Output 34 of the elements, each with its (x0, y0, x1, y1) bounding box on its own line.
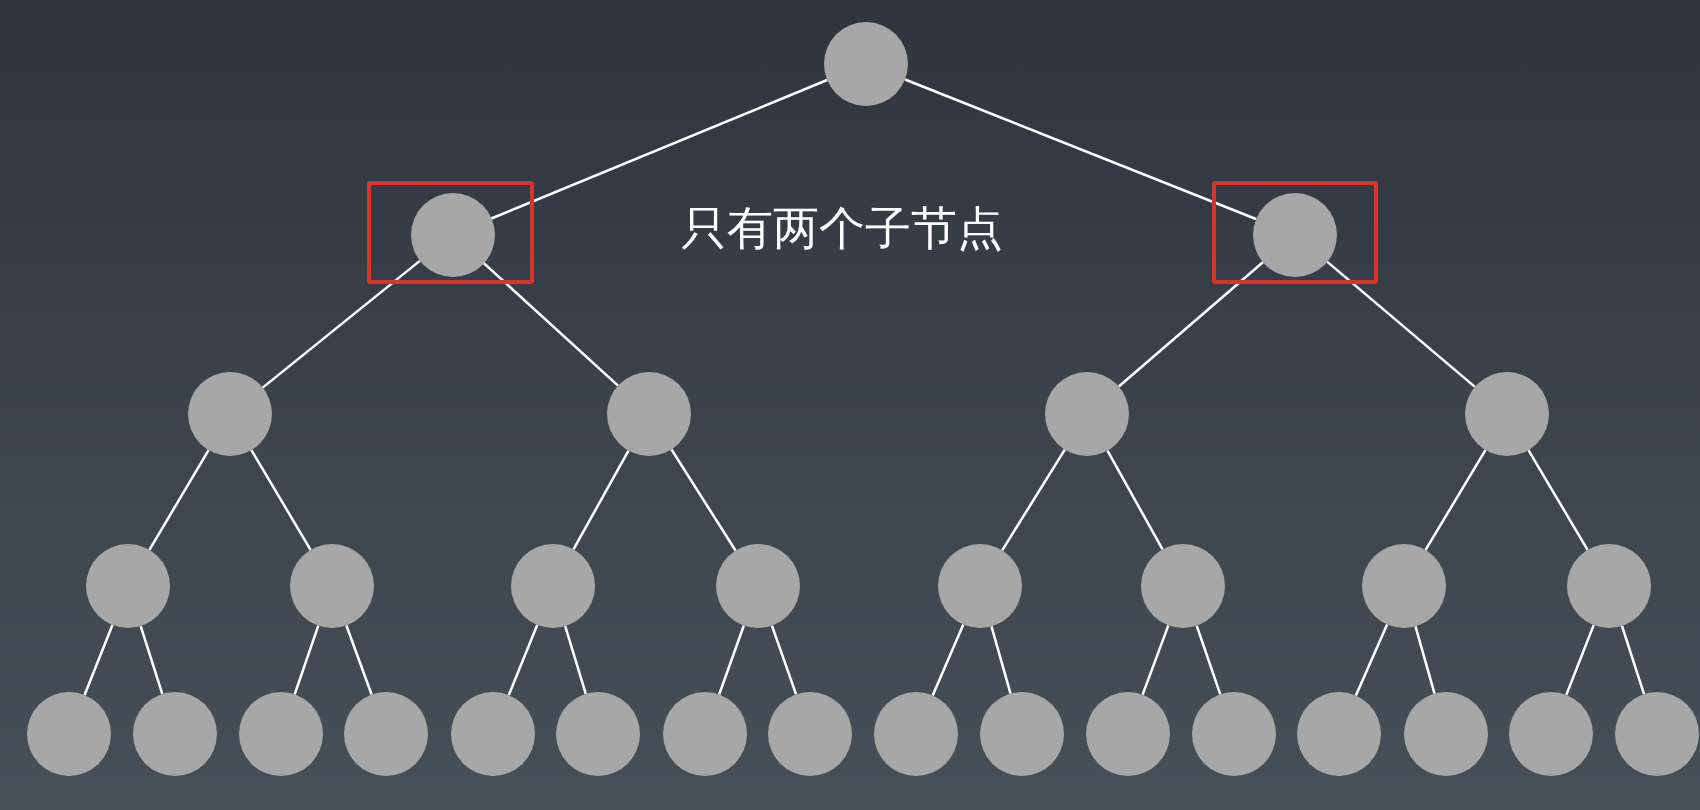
tree-edge (718, 625, 745, 695)
tree-edge (250, 449, 312, 551)
tree-edge (1001, 449, 1066, 551)
tree-edge (1141, 624, 1170, 696)
tree-edge (1118, 261, 1264, 388)
tree-edge (931, 624, 965, 696)
tree-edge (1326, 260, 1476, 388)
tree-edge (1195, 625, 1222, 695)
tree-edge (1565, 624, 1595, 696)
tree-edge (770, 625, 798, 695)
highlight-frame (367, 181, 534, 284)
note-text: 只有两个子节点 (681, 200, 1003, 256)
tree-edge (261, 259, 421, 389)
tree-edge (670, 448, 737, 552)
tree-edge (345, 625, 373, 695)
tree-edge (139, 625, 164, 695)
tree-edge (572, 450, 630, 550)
tree-edge (1414, 626, 1436, 694)
tree-edge (1620, 625, 1646, 695)
tree-edge (293, 625, 320, 695)
tree-edge (904, 78, 1257, 221)
tree-edge (83, 624, 114, 696)
tree-edge (1354, 623, 1389, 697)
tree-edge (1527, 449, 1589, 551)
tree-node (1253, 192, 1337, 277)
tree-edge (482, 261, 619, 387)
tree-edge (564, 625, 587, 695)
tree-edge (1424, 449, 1487, 551)
tree-edge (490, 78, 828, 220)
tree-edge (507, 624, 539, 696)
tree-edge (990, 626, 1012, 694)
tree-edge (148, 449, 210, 551)
highlight-frame (1212, 181, 1378, 284)
tree-edge (1106, 450, 1164, 550)
